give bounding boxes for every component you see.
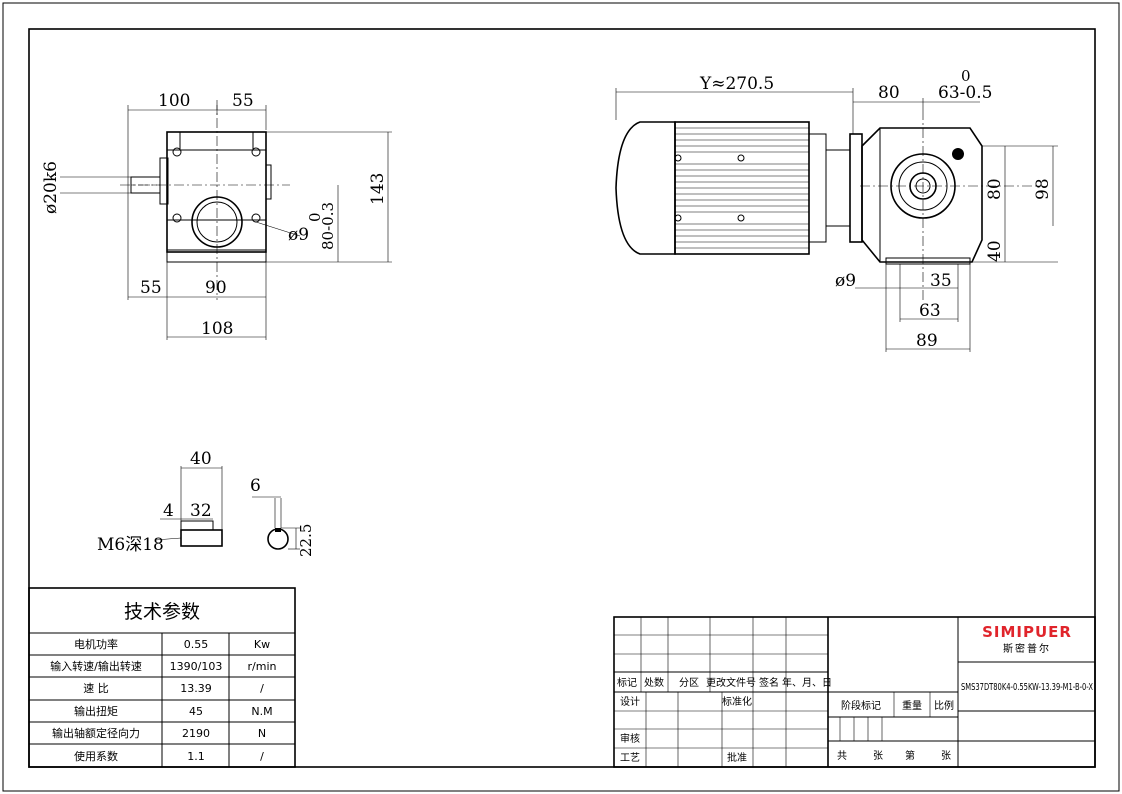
dim-shaft-pos: 63-0.5 <box>938 83 992 103</box>
lbl-design: 设计 <box>620 695 640 708</box>
dim-80-side: 80 <box>985 178 1005 200</box>
param-unit: Kw <box>254 638 270 651</box>
dim-143: 143 <box>368 173 388 205</box>
param-value: 1390/103 <box>170 660 223 673</box>
lbl-page: 第 <box>905 749 915 762</box>
dim-hole-9: ø9 <box>288 225 309 245</box>
inner-frame <box>28 28 1096 768</box>
lbl-sheets: 张 <box>873 750 883 762</box>
hdr-sign: 签名 <box>759 676 779 689</box>
dim-80-top: 80 <box>878 83 900 103</box>
bolt-hole <box>251 213 261 223</box>
thread-label: M6深18 <box>97 535 164 555</box>
dim-hole-side: ø9 <box>835 271 856 291</box>
motor-fins <box>675 127 809 249</box>
side-view: Y≈270.5 80 63-0.5 0 80 98 40 ø9 35 63 89 <box>615 67 1058 352</box>
front-boss-right <box>265 164 272 200</box>
param-unit: / <box>260 750 264 763</box>
detail-views: 40 4 32 M6深18 6 22.5 <box>97 449 315 557</box>
dim-32-detail: 32 <box>190 501 212 521</box>
param-name: 输出轴额定径向力 <box>52 726 140 740</box>
tech-parameters-table: 技术参数 电机功率 0.55 Kw 输入转速/输出转速 1390/103 r/m… <box>28 587 296 768</box>
param-value: 13.39 <box>180 682 212 695</box>
dim-89: 89 <box>916 331 938 351</box>
bolt-hole <box>251 147 261 157</box>
lbl-process: 工艺 <box>620 752 640 764</box>
motor-fan-cover <box>615 121 676 255</box>
param-value: 45 <box>189 705 203 718</box>
dim-225-detail: 22.5 <box>297 524 315 557</box>
table-title: 技术参数 <box>124 601 200 623</box>
param-unit: r/min <box>248 660 277 673</box>
model-number: SMS37DT80K4-0.55KW-13.39-M1-B-0-X <box>961 682 1093 693</box>
front-view: 100 55 143 80-0.3 0 ø9 ø20k6 55 90 108 <box>41 91 392 340</box>
hdr-change-doc: 更改文件号 <box>706 676 756 689</box>
hdr-mark: 标记 <box>617 677 637 689</box>
dim-40-detail: 40 <box>190 449 212 469</box>
dim-55-top: 55 <box>232 91 254 111</box>
dim-55-bottom: 55 <box>140 278 162 298</box>
dim-shaft-tol: 0 <box>961 67 971 85</box>
param-value: 2190 <box>182 727 210 740</box>
front-foot <box>166 249 267 263</box>
param-name: 电机功率 <box>74 637 118 651</box>
dim-hole-tol: 0 <box>306 212 324 222</box>
dim-4-detail: 4 <box>163 501 174 521</box>
param-name: 速 比 <box>83 682 109 695</box>
dim-40: 40 <box>985 240 1005 262</box>
hdr-zone: 分区 <box>679 677 699 689</box>
lbl-total: 共 <box>837 750 847 762</box>
dim-35: 35 <box>930 271 952 291</box>
key-shaft-detail <box>180 529 223 547</box>
dim-98: 98 <box>1033 178 1053 200</box>
dim-108: 108 <box>201 319 233 339</box>
param-unit: / <box>260 682 264 695</box>
title-block: 标记 处数 分区 更改文件号 签名 年、月、日 设计 标准化 审核 工艺 批准 … <box>613 616 1096 768</box>
breather-plug <box>952 148 964 160</box>
lbl-weight: 重量 <box>902 699 922 712</box>
param-name: 使用系数 <box>74 750 118 763</box>
dim-90: 90 <box>205 278 227 298</box>
param-unit: N.M <box>251 705 272 718</box>
param-name: 输入转速/输出转速 <box>50 659 142 673</box>
lbl-sheet2: 张 <box>941 750 951 762</box>
lbl-approve: 批准 <box>727 751 747 764</box>
dim-100: 100 <box>158 91 190 111</box>
dim-shaft-dia: ø20k6 <box>41 161 61 214</box>
hdr-count: 处数 <box>644 676 664 689</box>
company-name-cn: 斯密普尔 <box>1003 642 1051 655</box>
param-value: 0.55 <box>184 638 209 651</box>
dim-offset: 80-0.3 <box>319 202 337 250</box>
lbl-review: 审核 <box>620 732 640 745</box>
bolt-hole <box>172 147 182 157</box>
dim-63: 63 <box>919 301 941 321</box>
param-value: 1.1 <box>187 750 205 763</box>
dim-length: Y≈270.5 <box>699 74 774 94</box>
lbl-standard: 标准化 <box>722 695 752 708</box>
param-unit: N <box>258 727 266 740</box>
lbl-stage: 阶段标记 <box>841 699 881 712</box>
hdr-date: 年、月、日 <box>782 676 832 689</box>
param-name: 输出扭矩 <box>74 704 118 718</box>
dim-6-detail: 6 <box>250 476 261 496</box>
motor-adapter <box>808 133 827 243</box>
bolt-hole <box>172 213 182 223</box>
gearbox-housing <box>861 127 983 263</box>
lbl-scale: 比例 <box>934 699 954 712</box>
company-logo: SIMIPUER <box>982 623 1072 641</box>
gear-flange <box>849 133 863 243</box>
